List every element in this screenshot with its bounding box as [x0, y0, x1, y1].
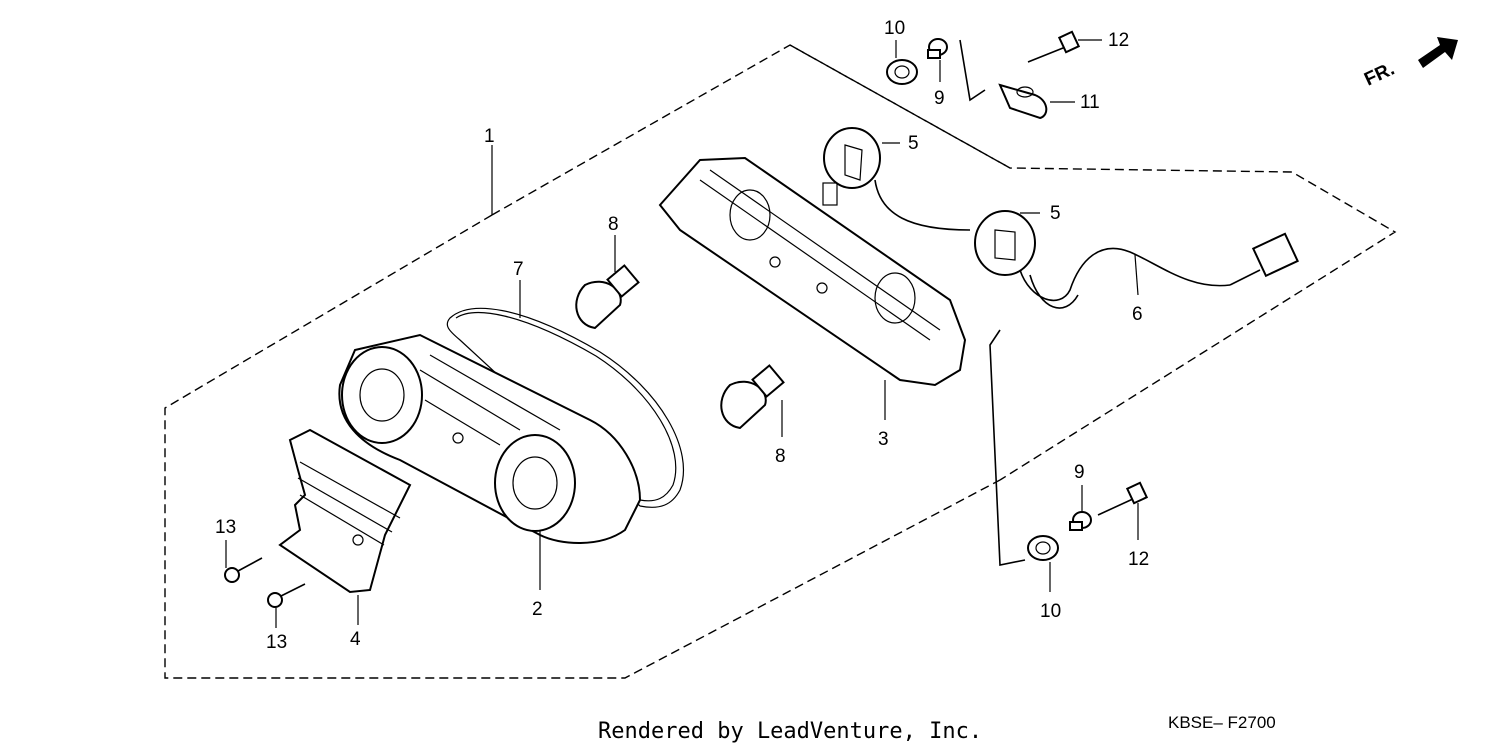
screw-upper — [224, 557, 263, 583]
collar-top — [927, 38, 948, 59]
callout-3: 3 — [878, 429, 889, 450]
bolt-top — [1027, 30, 1081, 63]
assembly-boundary — [164, 44, 1397, 679]
callout-labels: 1 2 3 4 5 5 6 7 8 8 9 9 10 10 11 12 12 1… — [215, 18, 1149, 653]
callout-11: 11 — [1080, 92, 1100, 113]
callout-9-top: 9 — [934, 88, 945, 109]
callout-13-lower: 13 — [266, 632, 287, 653]
diagram-code: KBSE– F2700 — [1168, 713, 1276, 732]
callout-5-lower: 5 — [1050, 203, 1061, 224]
callout-10-bottom: 10 — [1040, 601, 1061, 622]
screw-lower — [267, 583, 306, 608]
callout-4: 4 — [350, 629, 361, 650]
bulb-upper — [575, 264, 640, 330]
callout-8-lower: 8 — [775, 446, 786, 467]
hardware-bracket-bottom — [989, 329, 1026, 566]
leader-lines — [225, 39, 1139, 628]
callout-9-bottom: 9 — [1074, 462, 1085, 483]
callout-12-bottom: 12 — [1128, 549, 1149, 570]
hardware-bracket-top — [959, 39, 986, 102]
callout-1: 1 — [484, 126, 495, 147]
gasket — [446, 307, 685, 508]
wire-clamp — [998, 83, 1048, 120]
footer-credit: Rendered by LeadVenture, Inc. — [598, 719, 982, 744]
collar-bottom — [1069, 511, 1092, 531]
callout-6: 6 — [1132, 304, 1143, 325]
grommet-top — [886, 59, 918, 85]
tail-light-base — [658, 156, 967, 387]
callout-5-upper: 5 — [908, 133, 919, 154]
wire-harness — [1019, 232, 1299, 309]
reflector-bracket — [278, 428, 412, 594]
front-direction-label: FR. — [1361, 59, 1398, 91]
callout-13-upper: 13 — [215, 517, 236, 538]
lens-housing — [338, 333, 642, 544]
grommet-bottom — [1027, 535, 1059, 561]
socket-upper — [823, 127, 971, 231]
bolt-bottom — [1097, 481, 1149, 516]
callout-10-top: 10 — [884, 18, 905, 39]
front-direction-indicator: FR. — [1361, 37, 1458, 91]
callout-7: 7 — [513, 259, 524, 280]
callout-12-top: 12 — [1108, 30, 1129, 51]
callout-8-upper: 8 — [608, 214, 619, 235]
bulb-lower — [720, 364, 785, 430]
socket-lower — [974, 210, 1036, 276]
callout-2: 2 — [532, 599, 543, 620]
